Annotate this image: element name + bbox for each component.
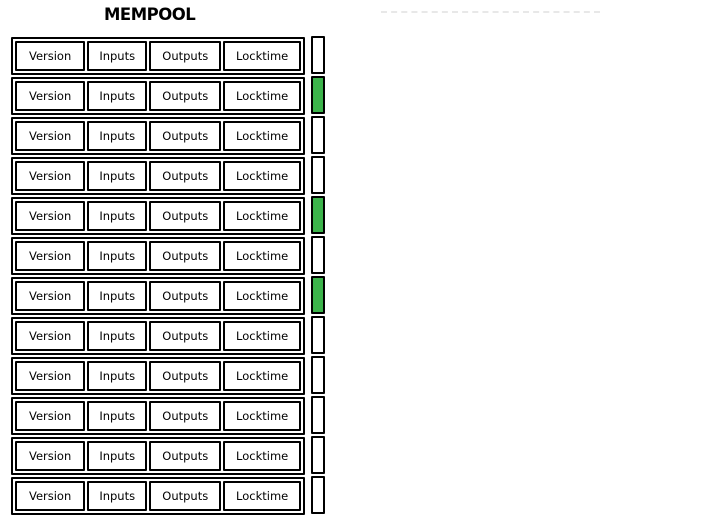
tx-field-version: Version	[15, 41, 86, 71]
tx-status-indicator	[311, 36, 325, 74]
tx-field-version: Version	[15, 81, 86, 111]
tx-status-indicator	[311, 276, 325, 314]
tx-status-indicator	[311, 476, 325, 514]
tx-field-outputs: Outputs	[149, 321, 222, 351]
tx-status-indicator	[311, 156, 325, 194]
tx-field-outputs: Outputs	[149, 481, 222, 511]
tx-field-version: Version	[15, 401, 86, 431]
tx-status-indicator	[311, 236, 325, 274]
tx-field-locktime: Locktime	[223, 161, 301, 191]
tx-field-outputs: Outputs	[149, 201, 222, 231]
tx-field-outputs: Outputs	[149, 41, 222, 71]
page-title: MEMPOOL	[104, 5, 196, 25]
tx-field-locktime: Locktime	[223, 241, 301, 271]
tx-field-outputs: Outputs	[149, 281, 222, 311]
tx-field-locktime: Locktime	[223, 361, 301, 391]
tx-field-outputs: Outputs	[149, 441, 222, 471]
tx-field-locktime: Locktime	[223, 481, 301, 511]
tx-field-outputs: Outputs	[149, 241, 222, 271]
tx-field-locktime: Locktime	[223, 41, 301, 71]
tx-field-version: Version	[15, 361, 86, 391]
tx-field-outputs: Outputs	[149, 81, 222, 111]
tx-field-inputs: Inputs	[87, 361, 148, 391]
tx-status-indicator	[311, 356, 325, 394]
tx-field-version: Version	[15, 441, 86, 471]
tx-field-inputs: Inputs	[87, 121, 148, 151]
indicator-column	[311, 36, 325, 516]
tx-status-indicator	[311, 436, 325, 474]
tx-field-version: Version	[15, 481, 86, 511]
tx-field-version: Version	[15, 161, 86, 191]
tx-field-locktime: Locktime	[223, 281, 301, 311]
tx-field-version: Version	[15, 281, 86, 311]
tx-field-version: Version	[15, 201, 86, 231]
tx-field-inputs: Inputs	[87, 281, 148, 311]
tx-field-outputs: Outputs	[149, 361, 222, 391]
tx-status-indicator	[311, 316, 325, 354]
tx-field-locktime: Locktime	[223, 441, 301, 471]
tx-field-version: Version	[15, 321, 86, 351]
tx-field-version: Version	[15, 121, 86, 151]
tx-status-indicator	[311, 196, 325, 234]
tx-field-inputs: Inputs	[87, 241, 148, 271]
tx-field-inputs: Inputs	[87, 161, 148, 191]
tx-field-inputs: Inputs	[87, 481, 148, 511]
tx-field-outputs: Outputs	[149, 121, 222, 151]
tx-field-outputs: Outputs	[149, 161, 222, 191]
tx-field-locktime: Locktime	[223, 201, 301, 231]
tx-field-inputs: Inputs	[87, 81, 148, 111]
tx-field-inputs: Inputs	[87, 401, 148, 431]
tx-status-indicator	[311, 396, 325, 434]
tx-field-inputs: Inputs	[87, 201, 148, 231]
dashed-separator-line	[381, 11, 600, 13]
tx-field-locktime: Locktime	[223, 401, 301, 431]
tx-field-locktime: Locktime	[223, 121, 301, 151]
tx-status-indicator	[311, 116, 325, 154]
tx-field-inputs: Inputs	[87, 41, 148, 71]
tx-field-outputs: Outputs	[149, 401, 222, 431]
tx-field-inputs: Inputs	[87, 321, 148, 351]
tx-field-locktime: Locktime	[223, 321, 301, 351]
tx-field-version: Version	[15, 241, 86, 271]
tx-field-locktime: Locktime	[223, 81, 301, 111]
tx-field-inputs: Inputs	[87, 441, 148, 471]
tx-status-indicator	[311, 76, 325, 114]
